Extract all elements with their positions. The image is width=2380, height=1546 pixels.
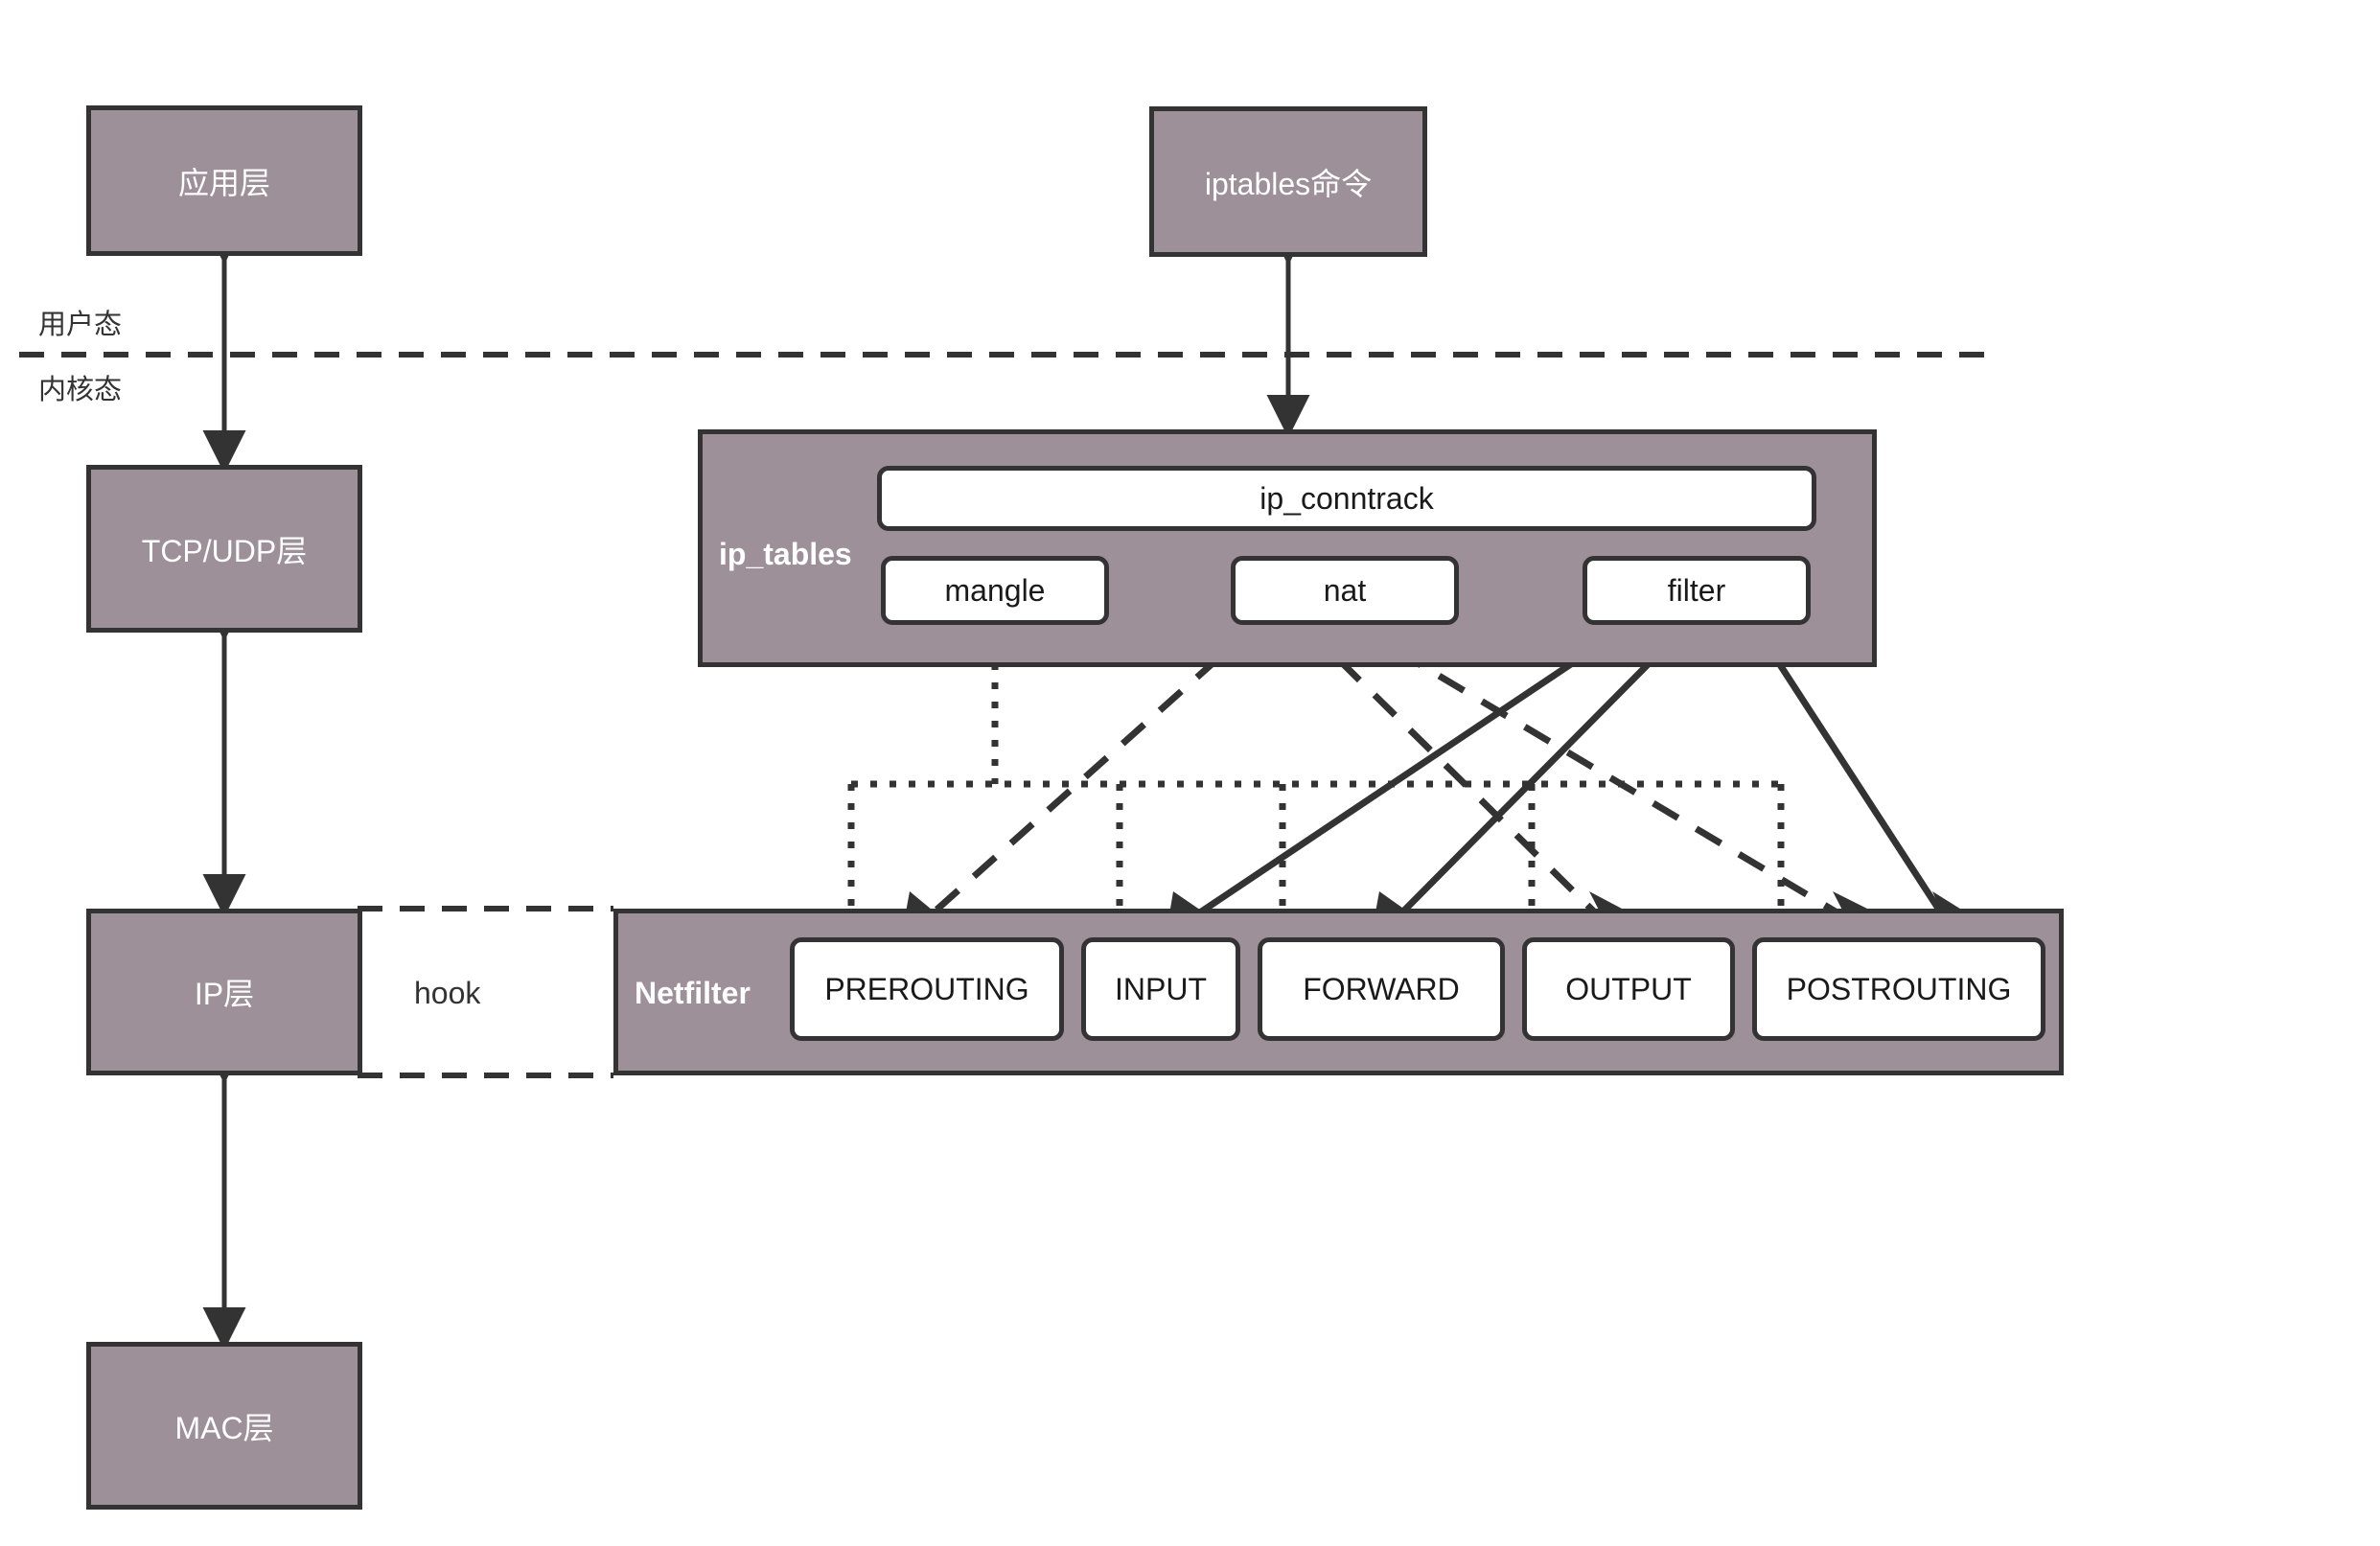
table-filter-box[interactable]: filter <box>1583 556 1811 625</box>
tcp-udp-layer-label: TCP/UDP层 <box>141 533 308 568</box>
table-nat-label: nat <box>1323 572 1367 608</box>
mac-layer-box: MAC层 <box>86 1342 362 1510</box>
nat-to-postrouting <box>1352 621 1852 924</box>
filter-to-input <box>1187 622 1631 923</box>
chain-input-label: INPUT <box>1115 971 1207 1006</box>
chain-postrouting-label: POSTROUTING <box>1786 971 2012 1006</box>
chain-forward-label: FORWARD <box>1303 971 1460 1006</box>
nat-connector-group <box>922 621 1852 924</box>
chain-prerouting-box[interactable]: PREROUTING <box>790 937 1064 1041</box>
filter-to-postrt <box>1751 623 1949 922</box>
ip-conntrack-box[interactable]: ip_conntrack <box>877 466 1816 531</box>
app-layer-label: 应用层 <box>177 165 270 200</box>
nat-to-prerouting <box>922 622 1259 923</box>
netfilter-title: Netfilter <box>635 976 751 1010</box>
ip-tables-title: ip_tables <box>719 537 852 571</box>
table-filter-label: filter <box>1667 572 1726 608</box>
user-space-label: 用户态 <box>38 310 123 340</box>
table-mangle-box[interactable]: mangle <box>881 556 1109 625</box>
chain-postrouting-box[interactable]: POSTROUTING <box>1752 937 2045 1041</box>
tcp-udp-layer-box: TCP/UDP层 <box>86 465 362 633</box>
app-layer-box: 应用层 <box>86 105 362 256</box>
chain-prerouting-label: PREROUTING <box>824 971 1029 1006</box>
mac-layer-label: MAC层 <box>174 1410 274 1445</box>
chain-input-box[interactable]: INPUT <box>1081 937 1240 1041</box>
chain-forward-box[interactable]: FORWARD <box>1258 937 1505 1041</box>
kernel-space-label: 内核态 <box>38 375 123 405</box>
filter-to-forward <box>1392 622 1690 923</box>
ip-conntrack-label: ip_conntrack <box>1259 480 1434 516</box>
hook-label: hook <box>414 976 481 1010</box>
iptables-command-label: iptables命令 <box>1204 166 1373 201</box>
filter-connector-group <box>1187 622 1949 923</box>
chain-output-label: OUTPUT <box>1565 971 1692 1006</box>
table-mangle-label: mangle <box>944 572 1046 608</box>
table-nat-box[interactable]: nat <box>1231 556 1459 625</box>
mangle-connector-group <box>847 625 1785 920</box>
nat-to-output <box>1301 622 1606 923</box>
iptables-command-box[interactable]: iptables命令 <box>1149 106 1427 257</box>
chain-output-box[interactable]: OUTPUT <box>1522 937 1735 1041</box>
ip-layer-box: IP层 <box>86 909 362 1075</box>
ip-layer-label: IP层 <box>194 977 255 1011</box>
